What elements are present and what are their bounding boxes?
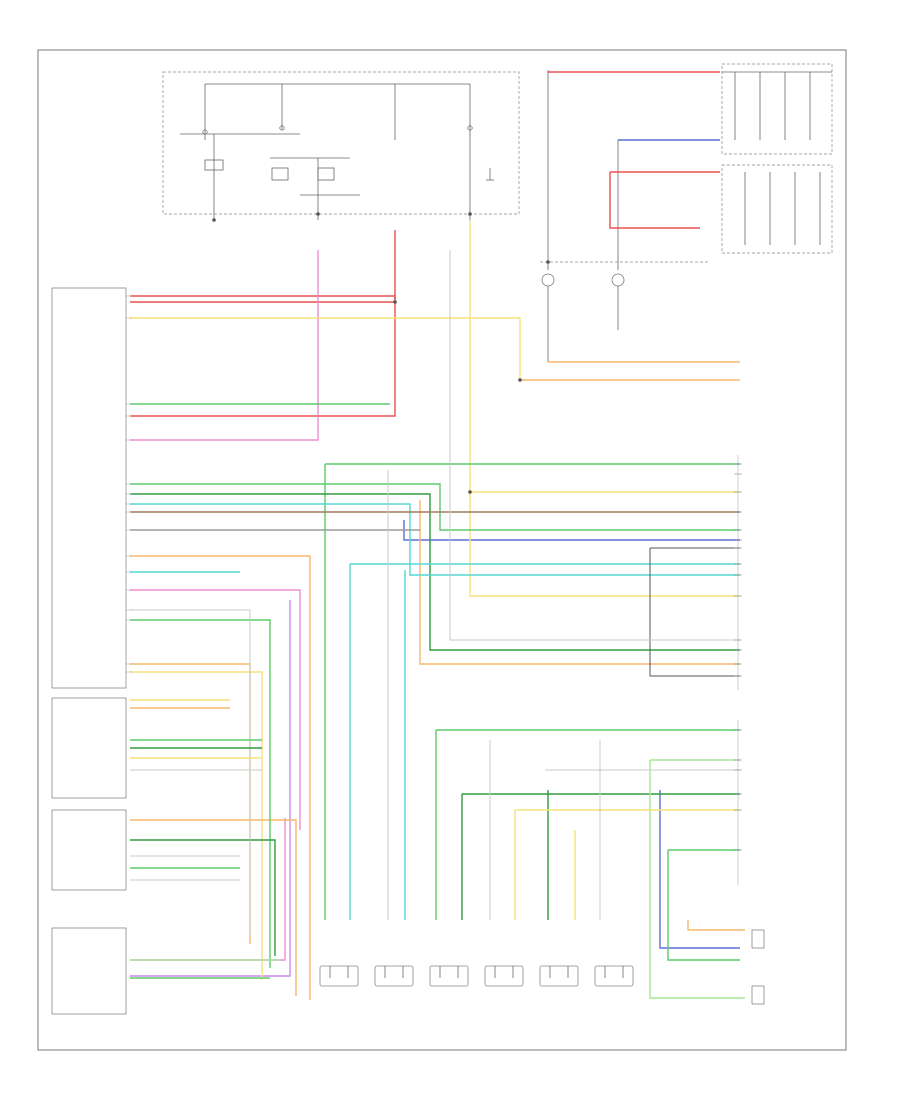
wires bbox=[130, 71, 745, 1000]
right-switch-box bbox=[721, 63, 833, 155]
amplifier-connector bbox=[51, 697, 127, 891]
speaker-lf-door bbox=[429, 965, 469, 987]
steering-switch-connector bbox=[51, 927, 127, 1015]
speaker-lr-rear bbox=[539, 965, 579, 987]
clockspring bbox=[540, 70, 710, 362]
diagram-border bbox=[37, 49, 847, 1051]
left-switch-box bbox=[721, 164, 833, 254]
fuse-box bbox=[162, 71, 520, 220]
speaker-lf-instrument bbox=[319, 965, 359, 987]
radio-connector bbox=[51, 287, 127, 689]
speaker-lr-door bbox=[484, 965, 524, 987]
speaker-rf-instrument bbox=[374, 965, 414, 987]
right-connector-pins bbox=[734, 463, 742, 851]
speaker-right-tweeter-lower bbox=[751, 985, 765, 1005]
speaker-right-tweeter-upper bbox=[751, 929, 765, 949]
radio-connector-pins bbox=[126, 295, 132, 673]
speaker-rr-door bbox=[594, 965, 634, 987]
splices bbox=[212, 212, 550, 494]
